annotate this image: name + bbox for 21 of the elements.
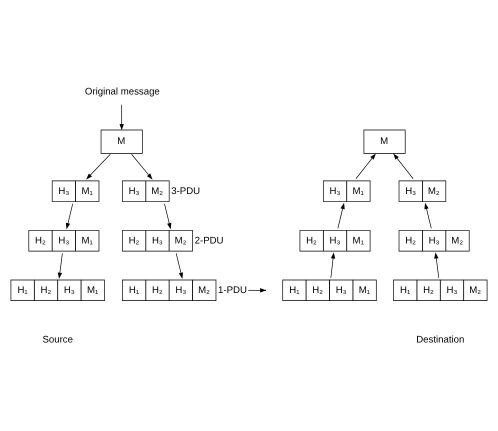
arrow [176,252,184,278]
node-text: Original message [84,86,160,98]
node-box: M [364,129,406,154]
arrow [330,252,336,278]
node-label: 3-PDU [171,185,200,196]
label: Source [42,334,73,345]
arrow [120,104,124,130]
arrow [86,153,111,180]
arrow [66,202,74,229]
arrow [164,202,172,229]
node-box: M [100,129,143,154]
node-label: 2-PDU [194,234,224,246]
arrow [131,153,153,180]
arrow [338,202,345,228]
arrow [356,152,376,179]
label: Destination [416,334,464,345]
arrow [424,202,432,228]
node-label: 1-PDU [218,284,247,296]
arrow [58,252,63,278]
arrow [434,252,440,278]
arrow [393,152,414,179]
